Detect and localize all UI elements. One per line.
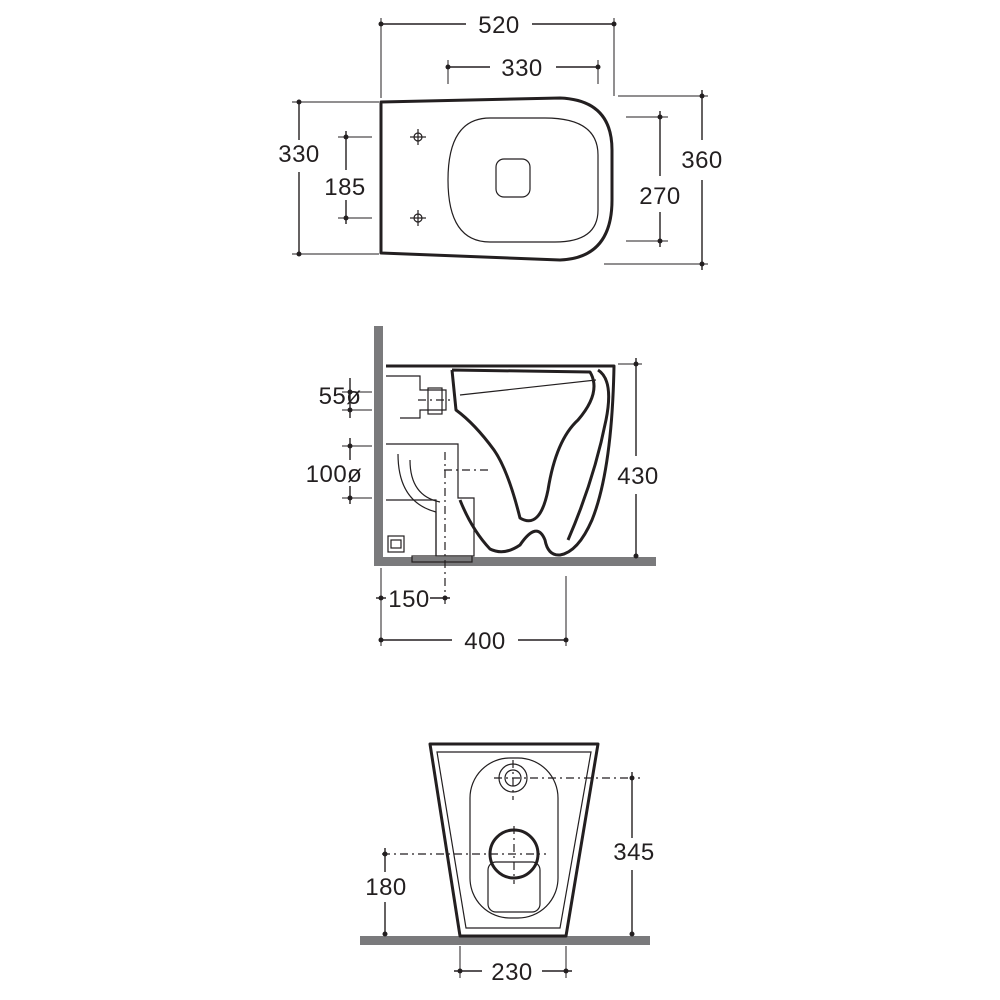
fixing-hole-bottom xyxy=(410,210,426,226)
flush-hole xyxy=(495,158,531,198)
dim-fixing-holes: 185 xyxy=(324,131,372,224)
side-rim-line xyxy=(459,379,597,396)
outlet-bend-inner xyxy=(409,459,441,503)
label-fixing-holes: 185 xyxy=(324,174,366,201)
drain-box-inner xyxy=(390,539,402,549)
label-overall-length: 520 xyxy=(478,12,520,39)
label-water-inlet: 55ø xyxy=(319,383,362,410)
bowl-opening xyxy=(447,117,599,243)
side-front-rim xyxy=(566,368,611,541)
outlet-connector xyxy=(386,443,475,557)
side-view: 55ø 100ø 430 150 xyxy=(306,326,659,655)
top-view-outline xyxy=(379,96,614,262)
drain-box xyxy=(387,535,405,553)
dim-water-inlet: 55ø xyxy=(319,378,372,418)
back-view: 345 180 230 xyxy=(360,742,655,986)
dim-overall-length: 520 xyxy=(378,12,617,98)
back-outline-inner xyxy=(436,751,592,929)
dim-waste-outlet: 100ø xyxy=(306,438,372,504)
dim-width-right: 360 xyxy=(604,90,723,270)
top-view: 520 330 330 xyxy=(278,12,723,270)
wall xyxy=(374,326,383,566)
dim-inlet-height: 345 xyxy=(613,772,655,937)
side-bowl-interior xyxy=(450,368,596,523)
label-seat-opening: 330 xyxy=(501,55,543,82)
floor xyxy=(374,557,656,566)
dim-outlet-distance: 150 xyxy=(376,568,450,613)
label-outlet-height: 180 xyxy=(365,874,407,901)
label-depth: 400 xyxy=(464,628,506,655)
floor-flange xyxy=(411,555,473,563)
label-base-width: 230 xyxy=(491,959,533,986)
label-height: 430 xyxy=(617,463,659,490)
label-width-right: 360 xyxy=(681,147,723,174)
dim-base-width: 230 xyxy=(454,946,572,986)
label-inner-width: 270 xyxy=(639,183,681,210)
outlet-bend xyxy=(397,453,437,556)
side-profile-outline xyxy=(386,364,616,557)
back-outline xyxy=(428,742,600,938)
dim-inner-width: 270 xyxy=(626,111,681,247)
inlet-connector xyxy=(386,375,447,419)
dim-depth: 400 xyxy=(378,576,569,655)
fixing-hole-top xyxy=(410,129,426,145)
back-recess xyxy=(469,757,559,919)
dim-width-left: 330 xyxy=(278,99,379,257)
label-width-left: 330 xyxy=(278,141,320,168)
dim-seat-opening: 330 xyxy=(445,55,601,84)
label-outlet-distance: 150 xyxy=(388,586,430,613)
label-waste-outlet: 100ø xyxy=(306,461,363,488)
dim-outlet-height: 180 xyxy=(365,848,407,937)
back-floor xyxy=(360,936,650,945)
label-inlet-height: 345 xyxy=(613,839,655,866)
dim-height: 430 xyxy=(617,358,659,559)
inlet-socket xyxy=(427,387,443,415)
